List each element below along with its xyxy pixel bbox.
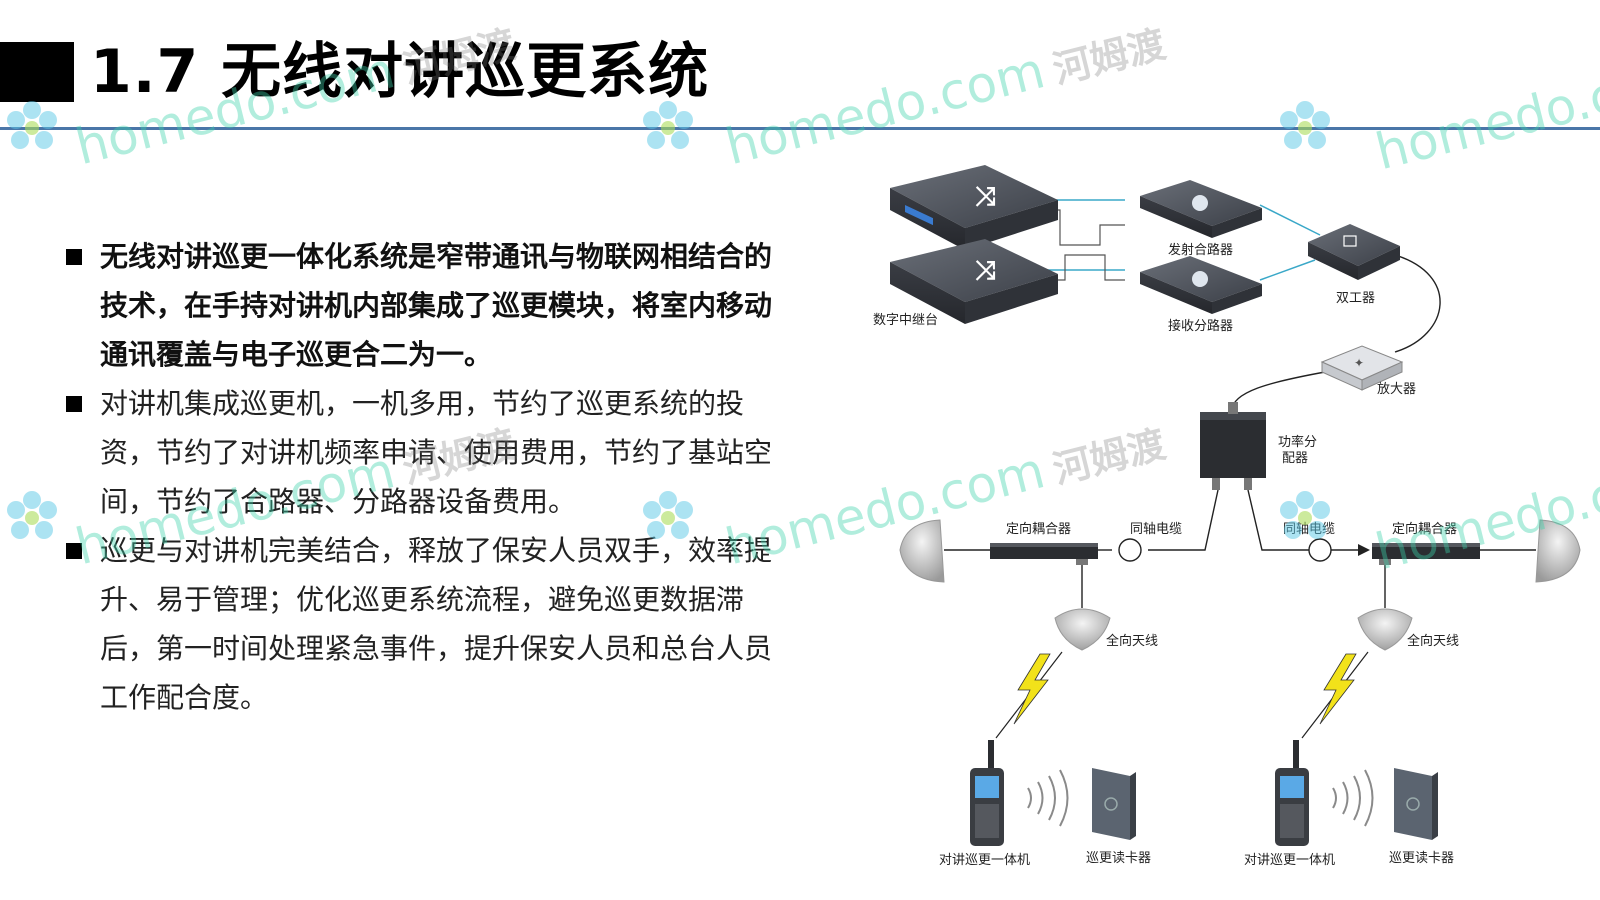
omni-antenna-left-icon <box>1054 608 1111 651</box>
lightning-right-icon <box>1301 651 1369 739</box>
reader-left-label: 巡更读卡器 <box>1086 851 1151 866</box>
radio-right-label: 对讲巡更一体机 <box>1244 853 1335 868</box>
satellite-icon <box>1192 195 1208 211</box>
lightning-left-icon <box>995 651 1063 739</box>
power-divider-box <box>1200 402 1266 490</box>
power-divider-label-line1: 功率分 <box>1278 434 1317 450</box>
arrow-right <box>1358 544 1370 556</box>
title-rule <box>0 127 1600 130</box>
page-title: 1.7 无线对讲巡更系统 <box>90 37 710 107</box>
wireless-wave-left-icon <box>1027 769 1069 827</box>
coax-coil-left <box>1118 538 1142 562</box>
satellite-icon <box>1192 271 1208 287</box>
coupler-right-label: 定向耦合器 <box>1392 521 1457 537</box>
coupler-left-box <box>990 543 1098 565</box>
tx-combiner-box <box>1140 180 1262 238</box>
wall-antenna-right-icon <box>1480 519 1581 583</box>
card-reader-left-icon <box>1092 768 1136 840</box>
omni-left-label: 全向天线 <box>1106 633 1158 649</box>
bullet-square-icon <box>66 396 82 412</box>
bullet-square-icon <box>66 543 82 559</box>
bullet-item: 对讲机集成巡更机，一机多用，节约了巡更系统的投资，节约了对讲机频率申请、使用费用… <box>62 379 792 526</box>
coax-right-label: 同轴电缆 <box>1283 521 1335 537</box>
radio-left-label: 对讲巡更一体机 <box>939 853 1030 868</box>
bullet-text: 无线对讲巡更一体化系统是窄带通讯与物联网相结合的技术，在手持对讲机内部集成了巡更… <box>100 240 773 371</box>
amplifier-icon: ✦ <box>1354 356 1364 370</box>
radio-left-icon <box>970 740 1004 846</box>
bullet-square-icon <box>66 249 82 265</box>
bullet-text: 巡更与对讲机完美结合，释放了保安人员双手，效率提升、易于管理；优化巡更系统流程，… <box>100 534 773 714</box>
repeater-unit-top: ⤨ <box>890 165 1058 250</box>
tx-combiner-label: 发射合路器 <box>1168 242 1233 258</box>
omni-right-label: 全向天线 <box>1407 633 1459 649</box>
rx-splitter-box <box>1140 256 1262 314</box>
radio-right-icon <box>1275 740 1309 846</box>
cables <box>1040 199 1441 608</box>
omni-antenna-right-icon <box>1357 608 1413 651</box>
duplexer-box <box>1308 224 1400 280</box>
title-block <box>0 42 74 102</box>
power-divider-label-line2: 配器 <box>1282 451 1308 466</box>
wall-antenna-left-icon <box>899 519 990 583</box>
reader-right-label: 巡更读卡器 <box>1389 851 1454 866</box>
coupler-left-label: 定向耦合器 <box>1006 521 1071 537</box>
coupler-right-box <box>1372 543 1480 565</box>
shuffle-icon: ⤨ <box>975 182 996 212</box>
repeater-unit-bottom: ⤨ <box>890 239 1058 324</box>
wireless-wave-right-icon <box>1332 769 1374 827</box>
card-reader-right-icon <box>1394 768 1438 840</box>
shuffle-icon: ⤨ <box>975 256 996 286</box>
coax-left-label: 同轴电缆 <box>1130 521 1182 537</box>
bullet-item: 巡更与对讲机完美结合，释放了保安人员双手，效率提升、易于管理；优化巡更系统流程，… <box>62 526 792 722</box>
duplexer-label: 双工器 <box>1336 291 1375 306</box>
bullet-text: 对讲机集成巡更机，一机多用，节约了巡更系统的投资，节约了对讲机频率申请、使用费用… <box>100 387 773 518</box>
coax-coil-right <box>1308 538 1332 562</box>
amplifier-box: ✦ <box>1320 345 1404 391</box>
duplexer-icon <box>1343 235 1357 247</box>
rx-splitter-label: 接收分路器 <box>1168 318 1233 334</box>
repeater-label: 数字中继台 <box>873 313 938 328</box>
amplifier-label: 放大器 <box>1377 382 1416 397</box>
bullet-list: 无线对讲巡更一体化系统是窄带通讯与物联网相结合的技术，在手持对讲机内部集成了巡更… <box>62 232 792 722</box>
flower-icon <box>7 491 57 539</box>
system-diagram: ⤨ ⤨ 数字中继台 发射合路器 接收分路器 双工器 ✦ 放大器 <box>873 165 1581 868</box>
bullet-item: 无线对讲巡更一体化系统是窄带通讯与物联网相结合的技术，在手持对讲机内部集成了巡更… <box>62 232 792 379</box>
